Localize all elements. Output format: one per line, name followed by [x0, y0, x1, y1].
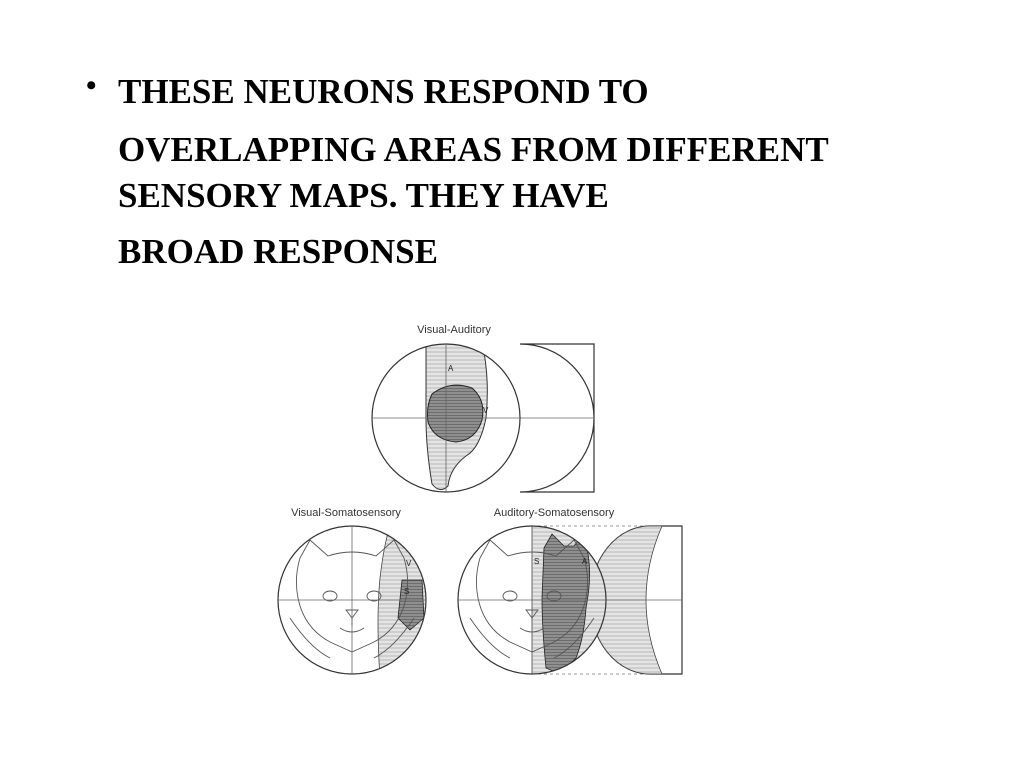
- bullet-dot: •: [86, 69, 97, 102]
- receptive-field-diagram: Visual-Auditory A V Visual-Somatosensory: [277, 324, 683, 675]
- panel-title-auditory-somatosensory: Auditory-Somatosensory: [494, 507, 615, 519]
- bullet-line-1: THESE NEURONS RESPOND TO: [118, 72, 649, 111]
- label-auditory: A: [448, 364, 454, 373]
- bullet-line-4: BROAD RESPONSE: [118, 232, 438, 271]
- panel-title-visual-somatosensory: Visual-Somatosensory: [291, 507, 401, 519]
- receptive-field-figure: Visual-Auditory A V Visual-Somatosensory: [270, 318, 690, 680]
- label-visual-bl: V: [406, 559, 412, 568]
- somatosensory-receptive-field-bl: [397, 579, 425, 631]
- label-auditory-br: A: [582, 557, 588, 566]
- panel-auditory-somatosensory: Auditory-Somatosensory: [457, 507, 683, 675]
- visual-receptive-field: [427, 384, 484, 443]
- auditory-hemifield: [519, 343, 595, 493]
- panel-visual-somatosensory: Visual-Somatosensory V S: [277, 507, 427, 675]
- label-somatosensory-bl: S: [404, 587, 409, 596]
- panel-title-visual-auditory: Visual-Auditory: [417, 324, 491, 336]
- label-visual: V: [483, 406, 489, 415]
- bullet-line-2: OVERLAPPING AREAS FROM DIFFERENT: [118, 130, 829, 169]
- bullet-line-3: SENSORY MAPS. THEY HAVE: [118, 176, 609, 215]
- panel-visual-auditory: Visual-Auditory A V: [371, 324, 595, 493]
- label-somatosensory-br: S: [534, 557, 539, 566]
